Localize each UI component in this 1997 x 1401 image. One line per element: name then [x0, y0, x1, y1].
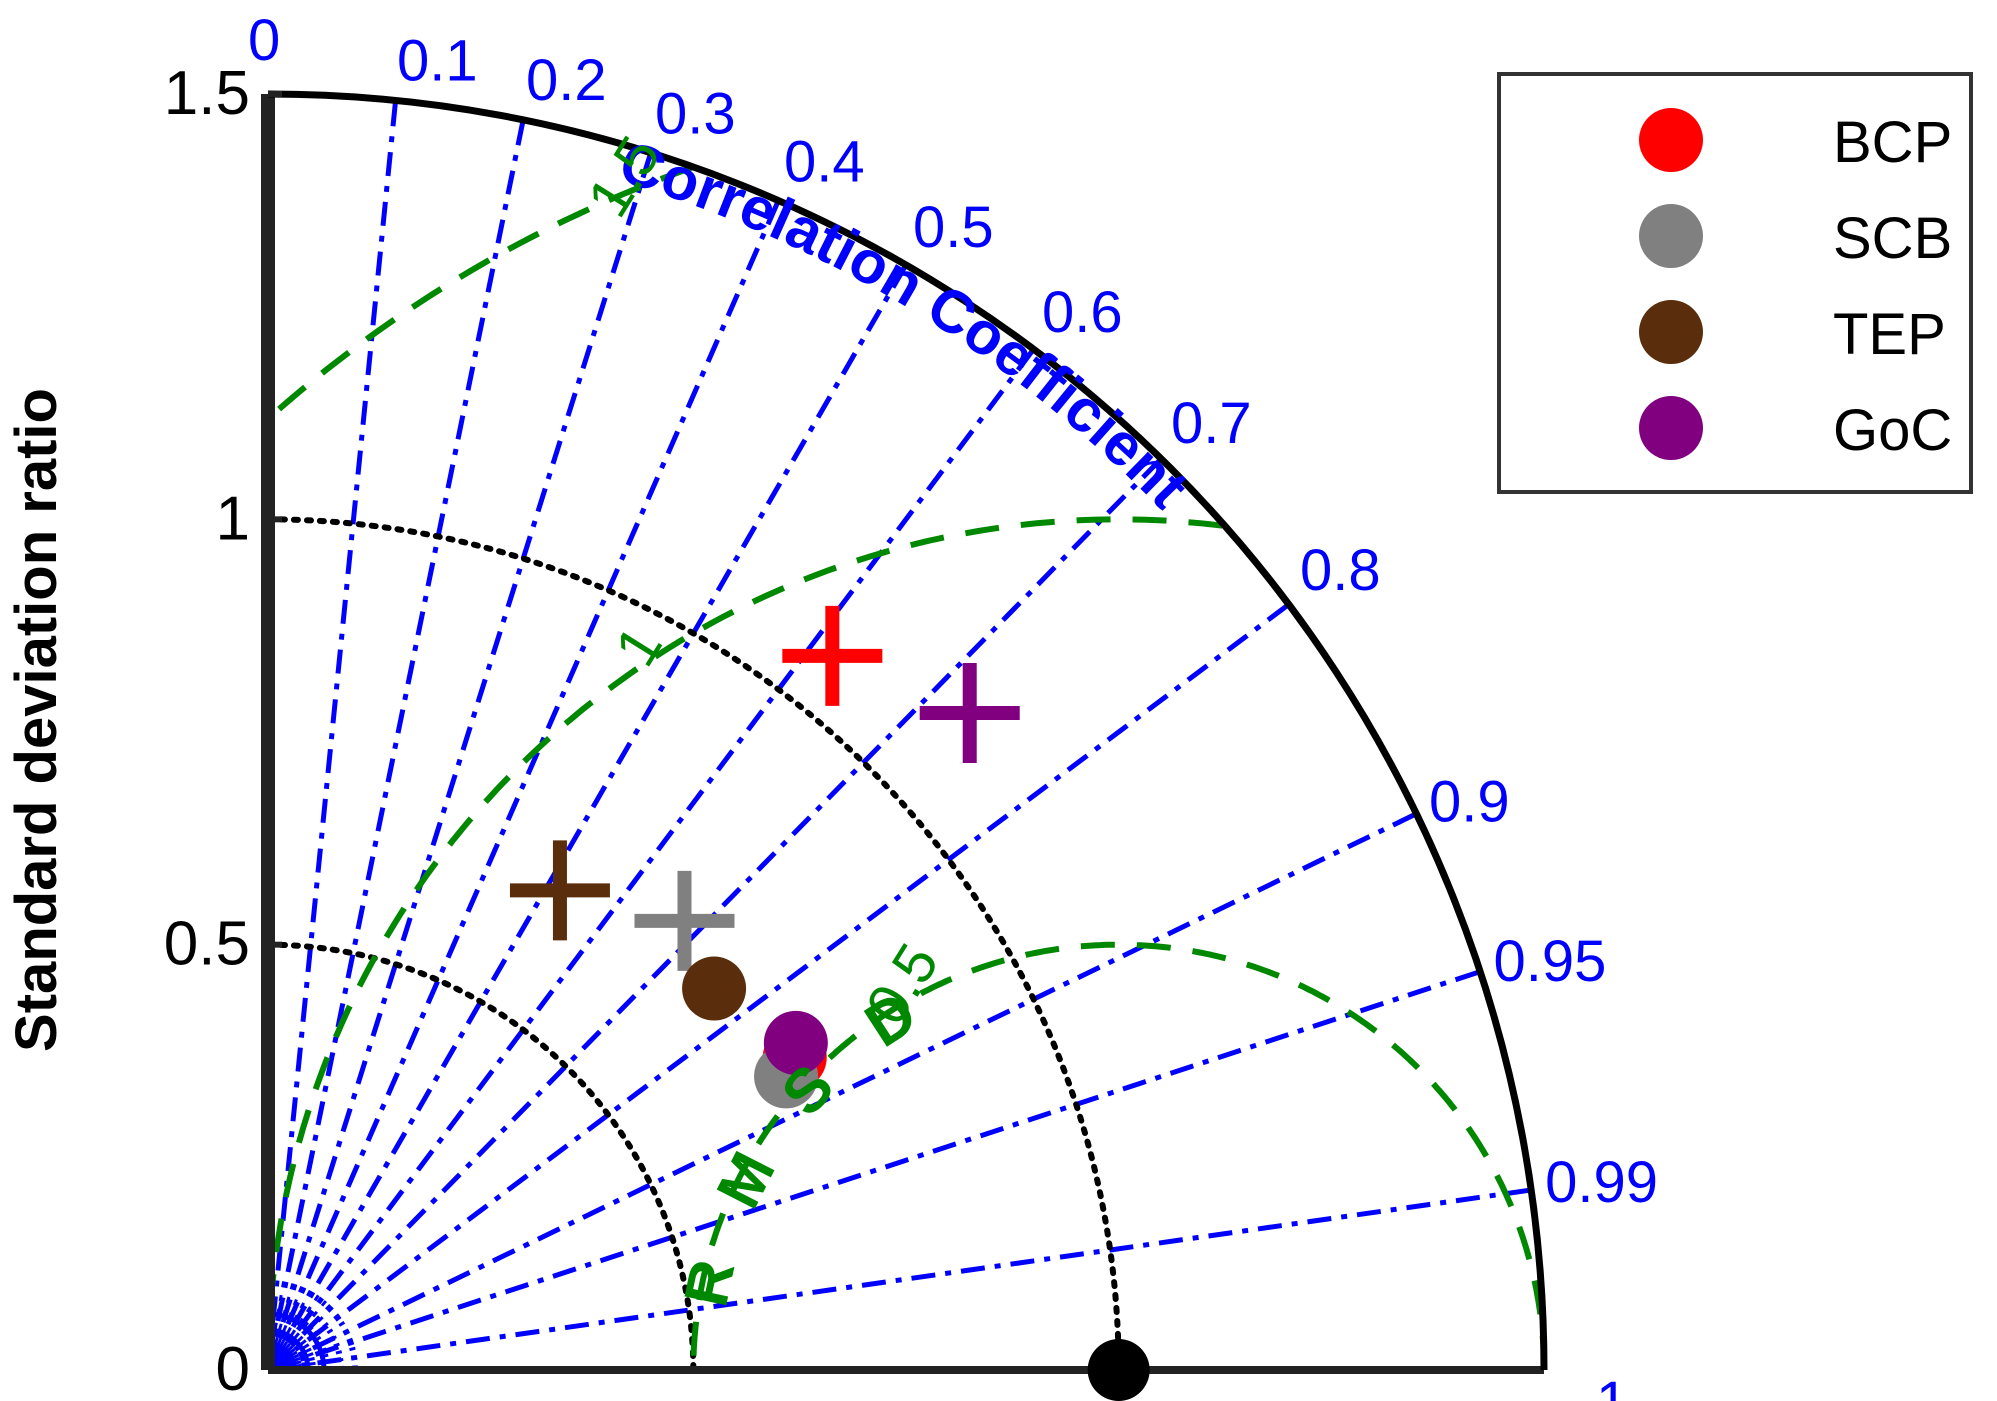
correlation-tick-label: 0.2 — [526, 48, 607, 113]
correlation-tick-label: 0 — [248, 8, 280, 73]
rmsd-contour — [271, 164, 694, 417]
legend-marker — [1639, 300, 1703, 364]
y-axis-label: Standard deviation ratio — [4, 388, 69, 1052]
correlation-tick-label: 1 — [1596, 1370, 1628, 1401]
correlation-tick-label: 0.4 — [784, 130, 865, 195]
marks-layer — [509, 605, 1150, 1401]
std-tick-label: 1 — [216, 484, 250, 553]
correlation-tick-label: 0.8 — [1300, 538, 1381, 603]
correlation-tick-label: 0.95 — [1494, 929, 1607, 994]
correlation-tick-label: 0.1 — [397, 28, 478, 93]
correlation-ray — [265, 347, 1036, 1372]
correlation-ray — [267, 969, 1481, 1373]
correlation-ray — [265, 152, 654, 1371]
correlation-ray — [267, 1187, 1532, 1373]
correlation-ray — [265, 100, 399, 1371]
std-arc — [265, 516, 1122, 1373]
correlation-tick-label: 0.99 — [1545, 1150, 1658, 1215]
legend-label: SCB — [1833, 206, 1952, 271]
data-point-circle — [763, 1010, 828, 1075]
correlation-ray — [265, 119, 526, 1371]
legend-box — [1497, 72, 1973, 494]
correlation-ray — [265, 263, 909, 1372]
rmsd-contour — [265, 516, 1223, 1363]
data-point-plus — [919, 663, 1020, 764]
correlation-tick-label: 0.7 — [1171, 391, 1252, 456]
data-point-plus — [509, 840, 610, 941]
std-tick-label: 0.5 — [164, 910, 250, 979]
rmsd-contour-label: 1 — [603, 615, 675, 677]
rmsd-title-letter: M — [704, 1142, 789, 1219]
legend-label: BCP — [1833, 110, 1952, 175]
legend-marker — [1639, 108, 1703, 172]
correlation-tick-label: 0.6 — [1042, 280, 1123, 345]
std-arc — [265, 941, 697, 1373]
legend-marker — [1639, 204, 1703, 268]
legend-label: TEP — [1833, 302, 1946, 367]
data-point-plus — [782, 605, 883, 706]
legend-label: GoC — [1833, 398, 1952, 463]
correlation-ray — [266, 811, 1418, 1373]
correlation-tick-label: 0.5 — [913, 195, 994, 260]
reference-point — [1087, 1339, 1150, 1401]
correlation-ray — [265, 199, 781, 1372]
correlation-tick-label: 0.9 — [1429, 770, 1510, 835]
outer-arc — [267, 90, 1548, 1371]
legend-marker — [1639, 396, 1703, 460]
std-tick-label: 1.5 — [164, 59, 250, 128]
axes-layer — [261, 90, 1548, 1374]
legend: BCP SCB TEP GoC — [1497, 72, 1973, 494]
rmsd-title-letter: R — [672, 1254, 749, 1312]
origin-arc — [267, 1311, 327, 1371]
correlation-ray — [266, 602, 1291, 1373]
data-point-plus — [634, 870, 735, 971]
data-point-circle — [682, 956, 747, 1021]
std-tick-label: 0 — [216, 1335, 250, 1401]
correlation-tick-label: 0.3 — [655, 81, 736, 146]
